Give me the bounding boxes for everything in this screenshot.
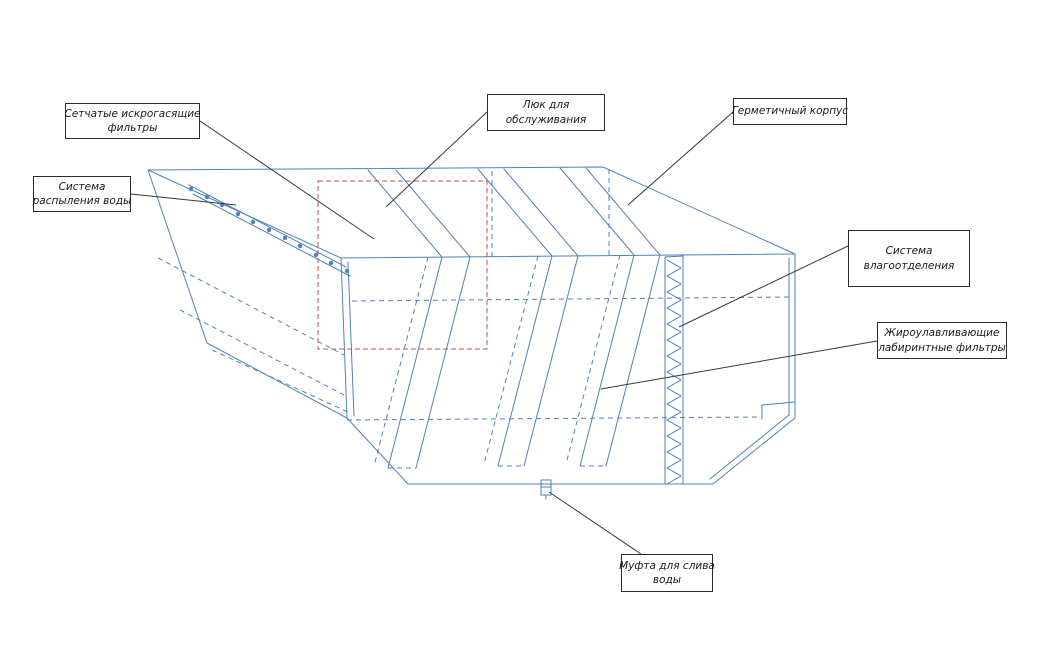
filter-cassettes	[367, 167, 661, 469]
label-drain-coupling: Муфта для слива воды	[619, 554, 715, 592]
moisture-separator	[664, 255, 684, 485]
leader-moisture-separation	[678, 245, 849, 328]
label-mesh-filters-line2: фильтры	[107, 122, 158, 134]
label-mesh-filters-line1: Сетчатые искрогасящие	[64, 107, 201, 120]
leader-service-hatch	[385, 111, 488, 208]
leader-grease-filters	[600, 340, 878, 390]
drain-coupling	[540, 479, 552, 500]
leader-drain-coupling	[548, 491, 642, 555]
label-sealed-housing-line1: Герметичный корпус	[731, 105, 849, 118]
service-hatch-outline	[317, 180, 488, 350]
label-water-spray-line1: Система	[58, 180, 106, 193]
label-moisture-separation: Система влагоотделения	[848, 230, 970, 287]
label-moisture-separation-line2: влагоотделения	[863, 259, 955, 272]
label-sealed-housing: Герметичный корпус	[731, 98, 849, 125]
label-mesh-filters: Сетчатые искрогасящие фильтры	[64, 103, 201, 139]
leader-mesh-filters	[199, 120, 375, 240]
label-water-spray: Система распыления воды	[33, 176, 131, 212]
housing-body	[147, 166, 796, 485]
label-grease-filters-line1: Жироулавливающие	[884, 327, 1000, 340]
leader-sealed-housing	[627, 111, 734, 206]
label-drain-coupling-line1: Муфта для слива	[619, 559, 715, 572]
label-service-hatch: Люк для обслуживания	[487, 94, 605, 131]
label-water-spray-line2: распыления воды	[32, 195, 132, 207]
water-spray-system	[188, 184, 351, 277]
label-service-hatch-line2: обслуживания	[505, 113, 587, 126]
leader-water-spray	[130, 193, 237, 206]
label-drain-coupling-line2: воды	[652, 574, 682, 586]
label-grease-filters: Жироулавливающие лабиринтные фильтры	[877, 322, 1007, 359]
leader-lines	[130, 111, 878, 555]
label-grease-filters-line2: лабиринтные фильтры	[878, 341, 1006, 354]
label-moisture-separation-line1: Система	[885, 245, 933, 258]
label-service-hatch-line1: Люк для	[522, 99, 570, 112]
